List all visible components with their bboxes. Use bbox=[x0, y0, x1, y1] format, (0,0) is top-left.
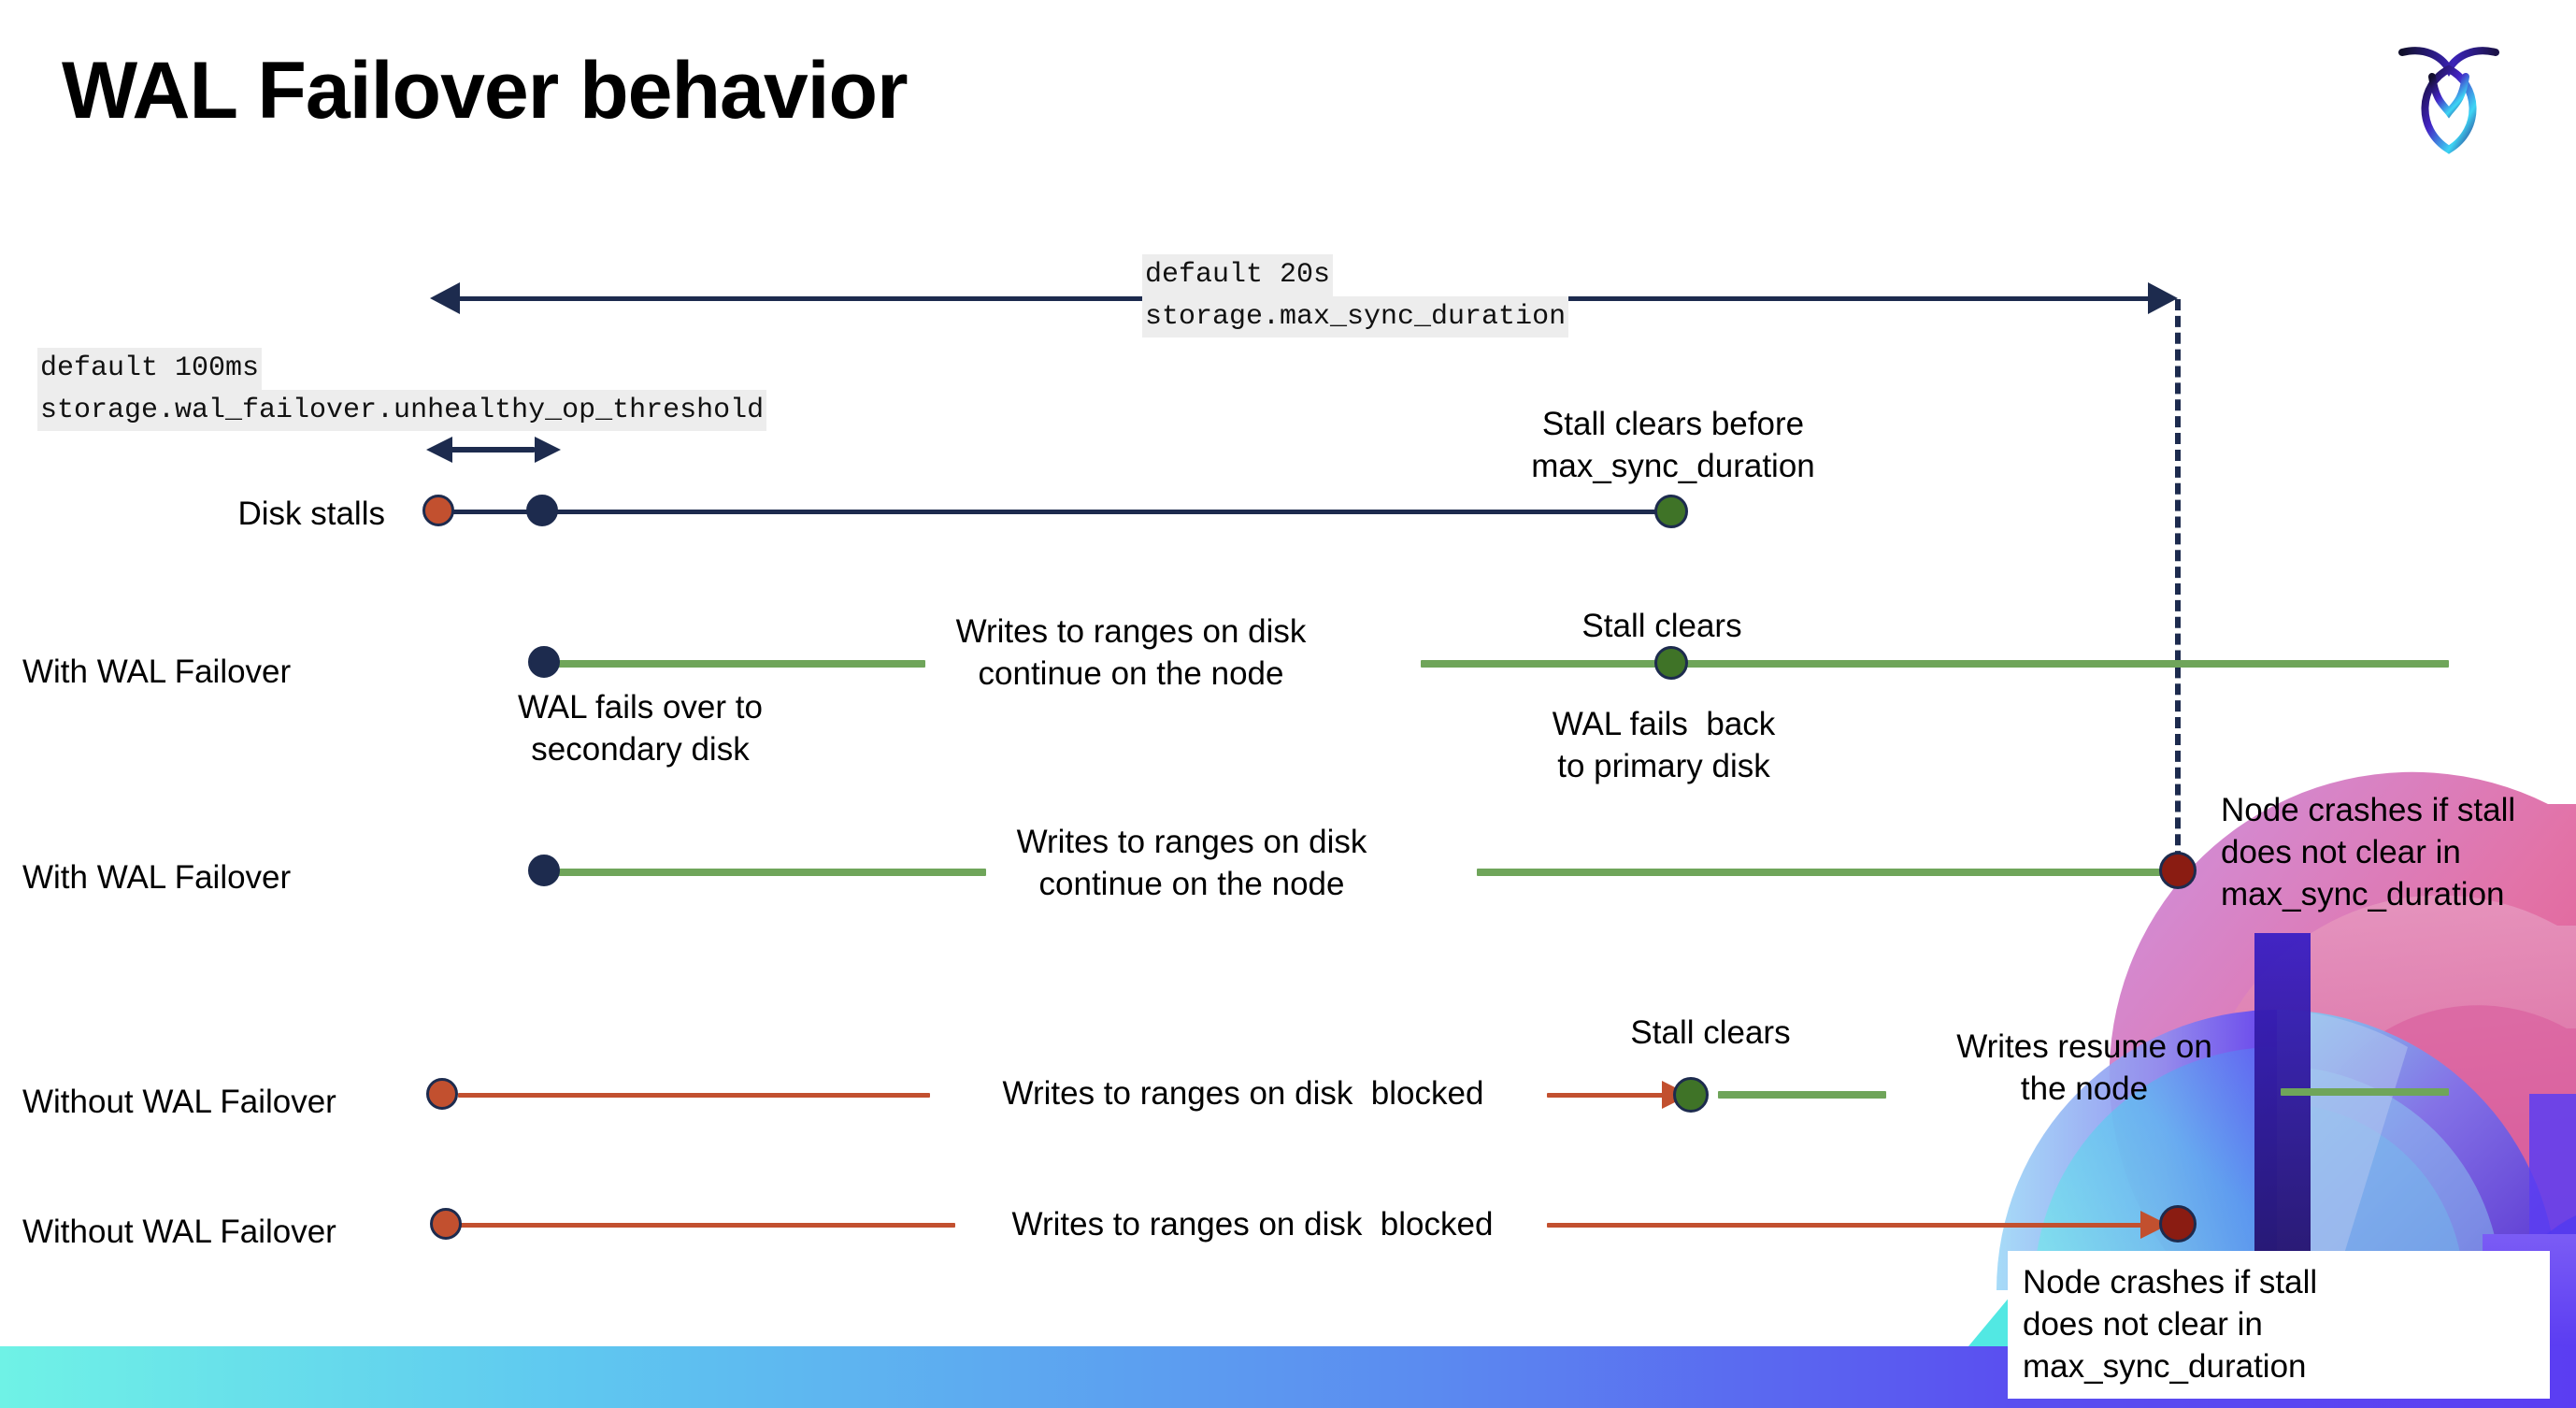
with-failover-2-segment-a bbox=[547, 869, 986, 876]
with-failover-1-stall-clear-dot bbox=[1654, 646, 1688, 680]
annotation-writes-blocked-1: Writes to ranges on disk blocked bbox=[1002, 1075, 1484, 1112]
unhealthy-op-default-text: default 100ms bbox=[37, 348, 263, 390]
without-failover-2-blocked-segment-b bbox=[1547, 1223, 2164, 1228]
annotation-wal-fails-over: WAL fails over to secondary disk bbox=[518, 689, 763, 768]
annotation-wal-fails-back: WAL fails back to primary disk bbox=[1552, 706, 1776, 784]
with-failover-1-segment-b bbox=[1421, 660, 2449, 668]
annotation-writes-continue-1: Writes to ranges on disk continue on the… bbox=[955, 613, 1307, 692]
disk-stalls-timeline bbox=[439, 510, 1682, 514]
without-failover-1-stall-clear-dot bbox=[1673, 1077, 1709, 1113]
unhealthy-op-setting-text: storage.wal_failover.unhealthy_op_thresh… bbox=[37, 389, 767, 432]
with-failover-2-crash-dot bbox=[2159, 852, 2197, 889]
row-label-without-wal-failover-1: Without WAL Failover bbox=[22, 1084, 336, 1120]
without-failover-2-blocked-segment-a bbox=[460, 1223, 955, 1228]
max-sync-duration-right-arrowhead bbox=[2148, 282, 2178, 314]
row-label-with-wal-failover-2: With WAL Failover bbox=[22, 859, 292, 896]
bottom-callout-backdrop bbox=[2008, 1251, 2550, 1399]
with-failover-2-segment-b bbox=[1477, 869, 2168, 876]
row-label-with-wal-failover-1: With WAL Failover bbox=[22, 654, 292, 690]
without-failover-1-resume-segment-tail bbox=[2281, 1088, 2449, 1096]
max-sync-duration-chip: default 20s storage.max_sync_duration bbox=[1142, 254, 1569, 338]
max-sync-duration-dashed-connector bbox=[2175, 299, 2181, 879]
disk-stall-start-dot bbox=[422, 495, 454, 526]
unhealthy-op-left-arrowhead bbox=[426, 437, 452, 463]
unhealthy-op-right-arrowhead bbox=[535, 437, 561, 463]
annotation-writes-continue-2: Writes to ranges on disk continue on the… bbox=[1016, 824, 1367, 902]
without-failover-1-blocked-segment-a bbox=[458, 1093, 930, 1098]
annotation-stall-clears-1: Stall clears bbox=[1581, 608, 1742, 644]
max-sync-duration-left-arrowhead bbox=[430, 282, 460, 314]
without-failover-1-resume-segment bbox=[1718, 1091, 1886, 1099]
annotation-stall-clears-2: Stall clears bbox=[1630, 1014, 1791, 1051]
row-label-without-wal-failover-2: Without WAL Failover bbox=[22, 1214, 336, 1250]
with-failover-1-segment-a bbox=[547, 660, 925, 668]
max-sync-default-text: default 20s bbox=[1142, 254, 1334, 296]
annotation-stall-clears-before: Stall clears before max_sync_duration bbox=[1531, 406, 1815, 484]
without-failover-1-stall-start-dot bbox=[426, 1078, 458, 1110]
cockroachdb-logo bbox=[2389, 32, 2509, 163]
unhealthy-op-threshold-chip: default 100ms storage.wal_failover.unhea… bbox=[37, 348, 767, 432]
row-label-disk-stalls: Disk stalls bbox=[237, 496, 385, 532]
annotation-writes-resume: Writes resume on the node bbox=[1956, 1028, 2212, 1107]
annotation-node-crashes-2: Node crashes if stall does not clear in … bbox=[2023, 1264, 2318, 1385]
without-failover-2-stall-start-dot bbox=[430, 1208, 462, 1240]
annotation-node-crashes-1: Node crashes if stall does not clear in … bbox=[2221, 792, 2516, 912]
without-failover-1-blocked-segment-b bbox=[1547, 1093, 1682, 1098]
disk-stall-clear-dot bbox=[1654, 495, 1688, 528]
annotation-writes-blocked-2: Writes to ranges on disk blocked bbox=[1011, 1206, 1494, 1243]
page-title: WAL Failover behavior bbox=[62, 46, 909, 136]
with-failover-1-failover-dot bbox=[528, 646, 560, 678]
disk-stall-failover-dot bbox=[526, 495, 558, 526]
unhealthy-op-span-line bbox=[447, 447, 535, 453]
without-failover-2-crash-dot bbox=[2159, 1205, 2197, 1243]
max-sync-setting-text: storage.max_sync_duration bbox=[1142, 295, 1569, 338]
with-failover-2-failover-dot bbox=[528, 855, 560, 886]
